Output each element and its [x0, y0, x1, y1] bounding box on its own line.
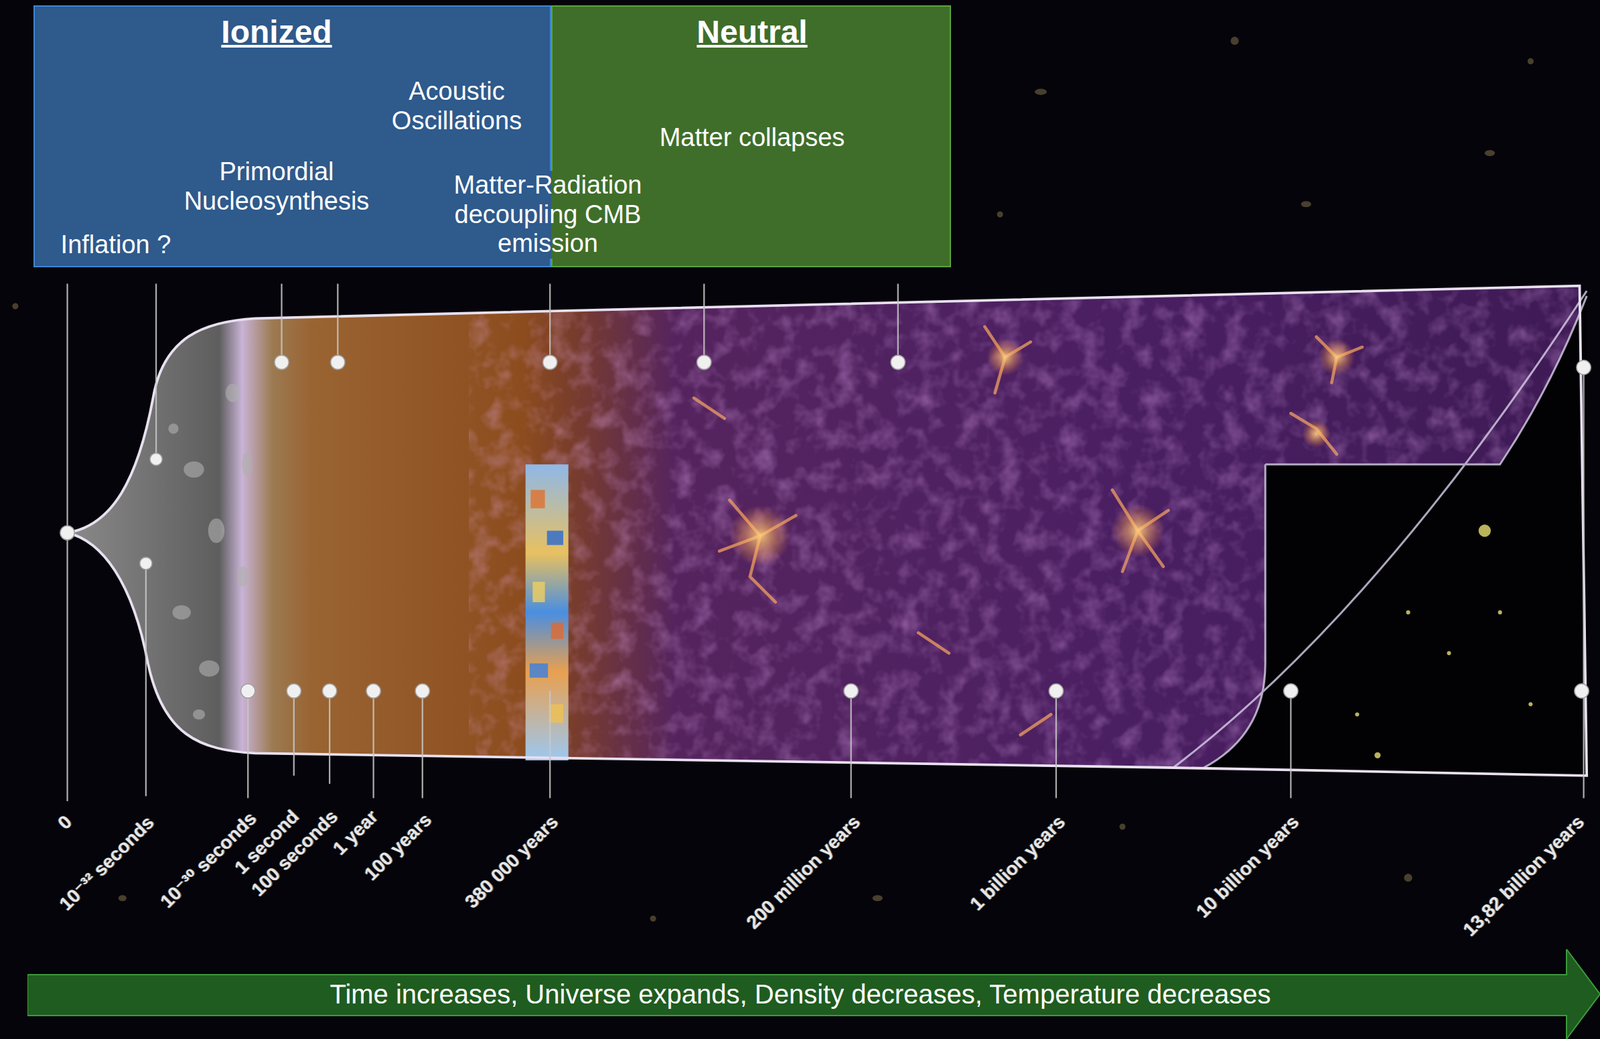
time-label: 200 million years	[742, 811, 864, 933]
time-label: 1 billion years	[965, 811, 1070, 915]
time-label: 13,82 billion years	[1458, 811, 1588, 941]
event-label: Matter-Radiation decoupling CMB emission	[447, 170, 649, 259]
time-label: 10 billion years	[1192, 811, 1304, 923]
arrow-caption: Time increases, Universe expands, Densit…	[329, 979, 1271, 1010]
box-heading: Neutral	[696, 13, 808, 51]
era-label: Primordial Nucleosynthesis	[162, 157, 391, 216]
box-heading: Ionized	[221, 13, 332, 51]
time-label: 1 year	[328, 805, 383, 860]
era-label: Acoustic Oscillations	[369, 77, 544, 136]
time-label: 380 000 years	[460, 811, 562, 913]
era-label: Inflation ?	[35, 230, 197, 260]
time-label: 0	[53, 811, 77, 834]
era-label: Matter collapses	[611, 123, 893, 153]
time-arrow-band: Time increases, Universe expands, Densit…	[27, 949, 1600, 1039]
